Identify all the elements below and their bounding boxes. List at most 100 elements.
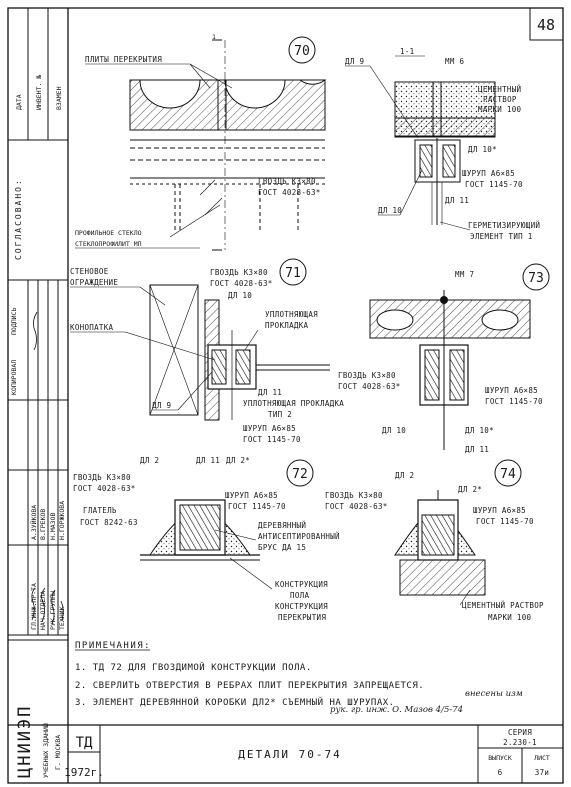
title-block: ЦНИИЭП УЧЕБНЫХ ЗДАНИЙ Г. МОСКВА ТД 1972г… (8, 639, 563, 783)
d72-wood-1: ДЕРЕВЯННЫЙ (258, 521, 306, 530)
d74-mortar-1: ЦЕМЕНТНЫЙ РАСТВОР (462, 601, 544, 610)
d70-mortar-2: РАСТВОР (483, 95, 517, 104)
svg-text:1: 1 (212, 33, 216, 41)
stamp-name-4: Н.ГОРЖКОВА (58, 501, 66, 540)
d74-dl2-label: ДЛ 2 (395, 471, 414, 480)
d71-nail-2: ГОСТ 4028-63* (210, 279, 273, 288)
detail-70: 70 1 ПЛИТЫ ПЕРЕКРЫТИЯ ПРОФИЛЬНОЕ СТЕКЛО … (75, 33, 540, 251)
d71-type2: ТИП 2 (268, 410, 292, 419)
org-name: ЦНИИЭП (15, 705, 35, 778)
stamp-role-2: НАЧ.ОТДЕЛА (39, 591, 47, 630)
stamp-replace-label: ВЗАМЕН (55, 86, 63, 110)
d70-glass-label-1: ПРОФИЛЬНОЕ СТЕКЛО (75, 229, 142, 237)
d70-seal-1: ГЕРМЕТИЗИРУЮЩИЙ (468, 221, 540, 230)
handwritten-note-1: внесены изм (465, 689, 523, 699)
sheet-title: ДЕТАЛИ 70-74 (238, 748, 341, 761)
d70-section-label: 1-1 (400, 47, 414, 56)
d70-screw-1: ШУРУП А6×85 (462, 169, 515, 178)
stamp-date-label: ДАТА (15, 94, 23, 110)
notes-heading: ПРИМЕЧАНИЯ: (75, 641, 151, 651)
stamp-name-2: В.ГРЕКОВ (39, 509, 47, 540)
d70-glass-label-2: СТЕКЛОПРОФИЛИТ МП (75, 240, 142, 248)
stamp-inventory-label: ИНВЕНТ. № (35, 75, 43, 110)
detail-73: 73 ММ 7 ГВОЗДЬ К3×80 ГОСТ 4028-63* ШУРУП… (338, 263, 550, 454)
d70-dl10-label: ДЛ 10 (378, 206, 402, 215)
d72-screw-1: ШУРУП А6×85 (225, 491, 278, 500)
d73-nail-1: ГВОЗДЬ К3×80 (338, 371, 396, 380)
stamp-role-3: РУК.ГРУППЫ (49, 591, 57, 630)
d73-dl11-label: ДЛ 11 (465, 445, 489, 454)
d71-caulk-label: КОНОПАТКА (70, 323, 114, 332)
d72-dl2-label: ДЛ 2 (140, 456, 159, 465)
stamp-name-1: А.ЗУЙКОВА (29, 505, 38, 540)
d71-gasket-2: ПРОКЛАДКА (265, 321, 309, 330)
d73-mm7-label: ММ 7 (455, 270, 474, 279)
doc-year: 1972г. (64, 766, 104, 779)
org-sub-2: Г. МОСКВА (54, 735, 62, 770)
d73-dl10s-label: ДЛ 10* (465, 426, 494, 435)
detail-72: 72 ДЛ 2 ДЛ 11 ДЛ 2* ГВОЗДЬ К3×80 ГОСТ 40… (73, 456, 340, 622)
d71-gasket-3: УПЛОТНЯЮЩАЯ ПРОКЛАДКА (243, 399, 344, 408)
d72-floor-3: КОНСТРУКЦИЯ (275, 602, 328, 611)
d72-dl11-label: ДЛ 11 (196, 456, 220, 465)
d70-slabs-label: ПЛИТЫ ПЕРЕКРЫТИЯ (85, 55, 162, 64)
d72-floor-4: ПЕРЕКРЫТИЯ (278, 613, 326, 622)
detail-74-number: 74 (500, 467, 516, 482)
note-1: 1. ТД 72 ДЛЯ ГВОЗДИМОЙ КОНСТРУКЦИИ ПОЛА. (75, 661, 312, 673)
sheet-value: 37и (535, 768, 549, 777)
d70-dl9-label: ДЛ 9 (345, 57, 364, 66)
detail-73-number: 73 (528, 271, 544, 286)
stamp-role-4: ТЕХНИК (58, 606, 66, 630)
d71-dl9-label: ДЛ 9 (152, 401, 171, 410)
d71-wall-1: СТЕНОВОЕ (70, 267, 109, 276)
d70-mm6-label: ММ 6 (445, 57, 464, 66)
d70-dl11-label: ДЛ 11 (445, 196, 469, 205)
d71-dl11-label: ДЛ 11 (258, 388, 282, 397)
d70-nail-label-2: ГОСТ 4028-63* (258, 188, 321, 197)
d70-screw-2: ГОСТ 1145-70 (465, 180, 523, 189)
d70-mortar-1: ЦЕМЕНТНЫЙ (478, 85, 521, 94)
d74-screw-2: ГОСТ 1145-70 (476, 517, 534, 526)
d70-dl10s-label: ДЛ 10* (468, 145, 497, 154)
stamp-copied: КОПИРОВАЛ (10, 360, 18, 395)
d73-screw-2: ГОСТ 1145-70 (485, 397, 543, 406)
d74-dl2s-label: ДЛ 2* (458, 485, 482, 494)
d71-gasket-1: УПЛОТНЯЮЩАЯ (265, 310, 318, 319)
stamp-signature: ПОДПИСЬ (10, 308, 18, 335)
detail-70-number: 70 (294, 44, 310, 59)
d72-wood-3: БРУС ДА 15 (258, 543, 306, 552)
detail-71-number: 71 (285, 266, 301, 281)
detail-72-number: 72 (292, 467, 308, 482)
d71-screw-2: ГОСТ 1145-70 (243, 435, 301, 444)
d70-mortar-3: МАРКИ 100 (478, 105, 522, 114)
side-stamp: ДАТА ИНВЕНТ. № ВЗАМЕН СОГЛАСОВАНО: КОПИР… (8, 8, 68, 636)
detail-74: 74 ДЛ 2 ДЛ 2* ГВОЗДЬ К3×80 ГОСТ 4028-63*… (325, 459, 544, 622)
d70-nail-label-1: ГВОЗДЬ К3×80 (258, 177, 316, 186)
d71-screw-1: ШУРУП А6×85 (243, 424, 296, 433)
d70-seal-2: ЭЛЕМЕНТ ТИП 1 (470, 232, 533, 241)
outer-frame (7, 7, 564, 784)
d74-mortar-2: МАРКИ 100 (488, 613, 532, 622)
series-value: 2.230-1 (503, 738, 537, 747)
org-sub-1: УЧЕБНЫХ ЗДАНИЙ (41, 723, 50, 778)
d71-dl10-label: ДЛ 10 (228, 291, 252, 300)
doc-code: ТД (76, 735, 93, 751)
issue-value: 6 (498, 768, 503, 777)
d71-nail-1: ГВОЗДЬ К3×80 (210, 268, 268, 277)
sheet-label: ЛИСТ (534, 754, 550, 762)
sheet-number: 48 (537, 16, 555, 34)
d72-floor-1: КОНСТРУКЦИЯ (275, 580, 328, 589)
d73-screw-1: ШУРУП А6×85 (485, 386, 538, 395)
stamp-name-3: Н.МАЗОВ (49, 513, 57, 540)
d72-dl2s-label: ДЛ 2* (226, 456, 250, 465)
d72-nail-1: ГВОЗДЬ К3×80 (73, 473, 131, 482)
stamp-agreed-label: СОГЛАСОВАНО: (14, 178, 23, 260)
issue-label: ВЫПУСК (488, 754, 512, 762)
d73-dl10-label: ДЛ 10 (382, 426, 406, 435)
d72-wood-2: АНТИСЕПТИРОВАННЫЙ (258, 532, 340, 541)
detail-71: 71 СТЕНОВОЕ ОГРАЖДЕНИЕ КОНОПАТКА ГВОЗДЬ … (70, 258, 344, 444)
note-3: 3. ЭЛЕМЕНТ ДЕРЕВЯННОЙ КОРОБКИ ДЛ2* СЪЕМН… (75, 696, 395, 708)
d74-nail-2: ГОСТ 4028-63* (325, 502, 388, 511)
d74-screw-1: ШУРУП А6×85 (473, 506, 526, 515)
